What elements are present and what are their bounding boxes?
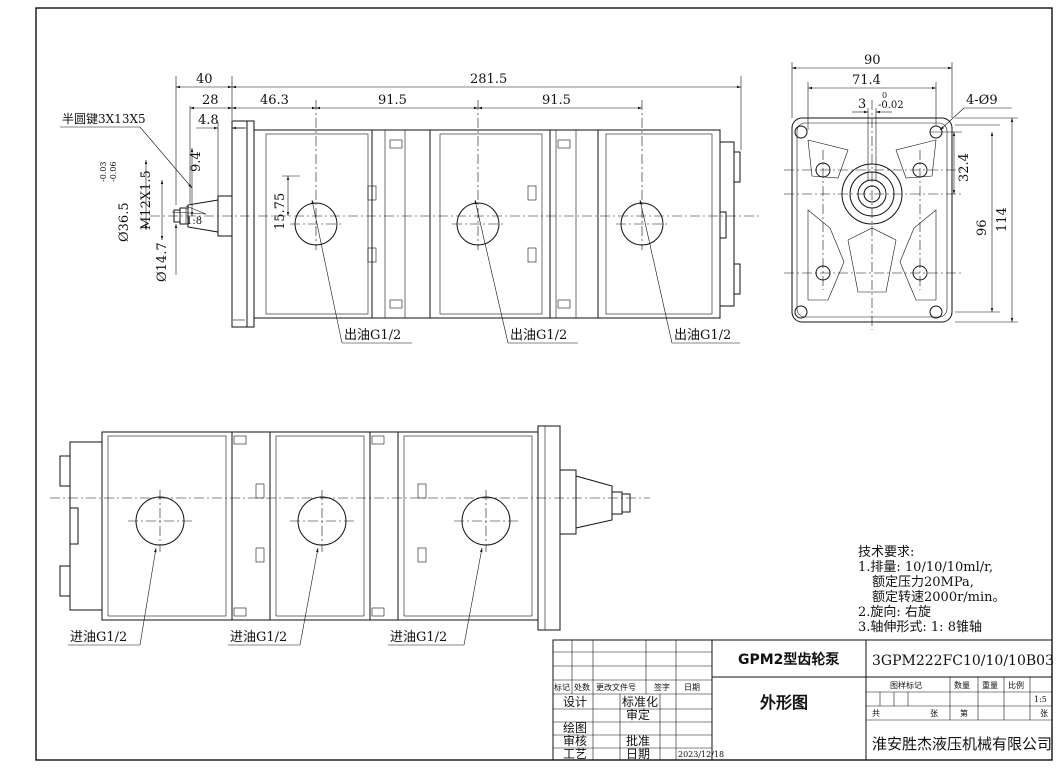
dim-281-5: 281.5 bbox=[470, 72, 507, 87]
dim-96: 96 bbox=[975, 219, 990, 236]
front-dimensions bbox=[60, 76, 742, 275]
tb-product-name: GPM2型齿轮泵 bbox=[738, 651, 839, 668]
shaft-tol-upper: -0.03 bbox=[99, 161, 108, 182]
side-holes: 4-Ø9 bbox=[966, 93, 998, 108]
tb-company: 淮安胜杰液压机械有限公司 bbox=[872, 735, 1052, 753]
title-block bbox=[552, 639, 1053, 761]
tb-scale-value: 1:5 bbox=[1034, 695, 1047, 704]
tb-qty: 数量 bbox=[954, 680, 970, 690]
dim-90: 90 bbox=[864, 53, 881, 68]
shaft-thread: M12X1.5 bbox=[139, 170, 154, 230]
out-port-1-label: 出油G1/2 bbox=[344, 328, 401, 343]
dim-3-tol-upper: 0 bbox=[882, 91, 887, 100]
dim-3: 3 bbox=[858, 97, 866, 112]
shaft-tol-lower: -0.06 bbox=[109, 161, 118, 182]
dim-40: 40 bbox=[196, 72, 213, 87]
tech-line-1: 1.排量: 10/10/10ml/r, bbox=[858, 560, 993, 575]
tb-check: 审定 bbox=[626, 707, 650, 722]
shaft-key-label: 半圆键3X13X5 bbox=[62, 112, 146, 126]
dim-91-5-b: 91.5 bbox=[542, 93, 571, 108]
dim-28: 28 bbox=[202, 93, 219, 108]
shaft-diameter: Ø36.5 bbox=[117, 202, 132, 242]
tb-date-value: 2023/12/18 bbox=[678, 750, 724, 759]
shaft-end-diameter: Ø14.7 bbox=[155, 242, 170, 282]
front-view bbox=[150, 100, 760, 344]
tech-line-2: 额定压力20MPa, bbox=[872, 575, 974, 590]
tb-sheet: 张 bbox=[930, 709, 938, 718]
tb-hdr-mark: 标记 bbox=[554, 682, 570, 692]
tb-scale: 比例 bbox=[1008, 680, 1024, 690]
tb-process: 工艺 bbox=[563, 747, 587, 761]
tb-drawing-type: 外形图 bbox=[759, 693, 808, 712]
tb-sheet-2: 张 bbox=[1040, 709, 1048, 718]
side-view bbox=[784, 100, 962, 330]
tech-heading: 技术要求: bbox=[858, 545, 914, 560]
tb-date-label: 日期 bbox=[626, 747, 650, 761]
tb-hdr-date: 日期 bbox=[684, 683, 700, 692]
dim-4-8: 4.8 bbox=[198, 113, 219, 128]
tb-model: 3GPM222FC10/10/10B03 bbox=[872, 653, 1054, 669]
tb-design: 设计 bbox=[563, 695, 587, 709]
in-port-1-label: 进油G1/2 bbox=[70, 630, 127, 645]
dim-3-tol-lower: -0.02 bbox=[878, 100, 904, 111]
bottom-view bbox=[50, 425, 650, 646]
dim-9-4: 9.4 bbox=[189, 151, 204, 172]
tb-total: 共 bbox=[872, 709, 880, 718]
taper-ratio: 1:8 bbox=[186, 216, 202, 227]
tb-weight: 重量 bbox=[982, 680, 998, 690]
dim-32-4: 32.4 bbox=[957, 153, 972, 182]
tech-line-4: 2.旋向: 右旋 bbox=[858, 604, 931, 620]
in-port-3-label: 进油G1/2 bbox=[390, 630, 447, 645]
side-dimensions bbox=[791, 62, 1018, 323]
in-port-2-label: 进油G1/2 bbox=[230, 630, 287, 645]
tech-line-5: 3.轴伸形式: 1: 8锥轴 bbox=[858, 620, 982, 635]
tb-hdr-change: 更改文件号 bbox=[596, 682, 636, 692]
tech-requirements: 技术要求: 1.排量: 10/10/10ml/r, 额定压力20MPa, 额定转… bbox=[858, 545, 1006, 635]
dim-91-5-a: 91.5 bbox=[378, 93, 407, 108]
dim-46-3: 46.3 bbox=[260, 93, 289, 108]
tb-standard: 标准化 bbox=[622, 695, 658, 709]
tb-no: 第 bbox=[960, 708, 968, 718]
dim-15-75: 15.75 bbox=[273, 193, 288, 230]
tb-approve: 批准 bbox=[626, 733, 650, 748]
dim-114: 114 bbox=[995, 207, 1010, 232]
dim-71-4: 71.4 bbox=[852, 73, 881, 88]
tb-sample-mark: 图样标记 bbox=[890, 680, 922, 690]
out-port-3-label: 出油G1/2 bbox=[674, 328, 731, 343]
tb-hdr-count: 处数 bbox=[574, 682, 590, 692]
tech-line-3: 额定转速2000r/min。 bbox=[872, 590, 1006, 605]
tb-review: 审核 bbox=[563, 733, 587, 748]
tb-drawn: 绘图 bbox=[563, 720, 587, 735]
sheet-border bbox=[35, 7, 1053, 761]
tb-hdr-sign: 签字 bbox=[654, 682, 670, 692]
out-port-2-label: 出油G1/2 bbox=[510, 328, 567, 343]
